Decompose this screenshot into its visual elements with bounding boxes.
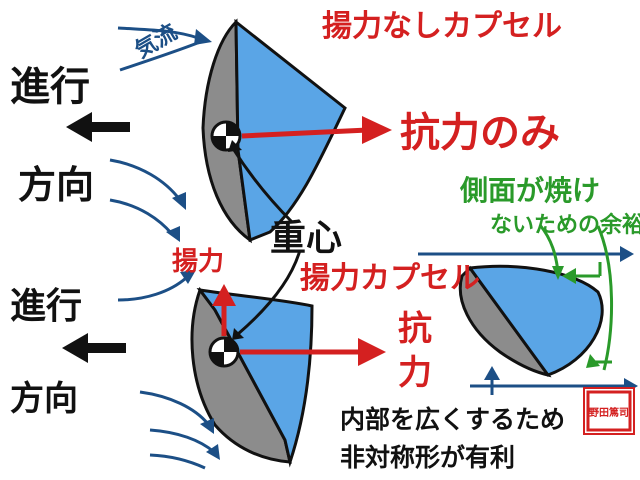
bottom-note-line-1: 内部を広くするため bbox=[340, 405, 565, 434]
asymmetric-pointer bbox=[484, 366, 500, 395]
author-seal: 野田篤司 bbox=[583, 387, 635, 435]
lift-small-label: 揚力 bbox=[172, 247, 224, 277]
side-note-line-2: ないための余裕 bbox=[490, 212, 640, 238]
bottom-airflow-arrows bbox=[117, 270, 220, 470]
bottom-capsule-body bbox=[196, 287, 314, 468]
top-capsule bbox=[201, 18, 392, 244]
top-drag-arrow bbox=[241, 127, 369, 139]
direction-top-label-2: 方向 bbox=[18, 163, 94, 207]
direction-bottom-label-2: 方向 bbox=[10, 379, 78, 419]
asymmetric-capsule bbox=[458, 264, 604, 378]
drag-only-label: 抗力のみ bbox=[400, 110, 560, 156]
drag-bottom-label-2: 力 bbox=[398, 353, 432, 393]
seal-text: 野田篤司 bbox=[589, 406, 629, 419]
clearance-annotations bbox=[538, 224, 614, 371]
bottom-center-of-gravity-icon bbox=[208, 336, 240, 368]
direction-bottom-label-1: 進行 bbox=[10, 286, 82, 327]
direction-top-label-1: 進行 bbox=[10, 64, 90, 110]
bottom-drag-arrowhead bbox=[358, 338, 386, 366]
side-note-line-1: 側面が焼け bbox=[459, 174, 600, 207]
top-drag-arrowhead bbox=[362, 116, 392, 144]
top-direction-arrow bbox=[66, 112, 130, 142]
asymmetric-capsule-body bbox=[467, 264, 604, 377]
asymmetric-capsule-heatshield bbox=[458, 265, 552, 378]
bottom-capsule-heatshield bbox=[190, 286, 292, 464]
drag-bottom-label-1: 抗 bbox=[398, 309, 432, 349]
center-of-gravity-label: 重心 bbox=[270, 218, 342, 259]
center-of-gravity-pointers bbox=[228, 140, 302, 340]
bottom-lift-arrowhead bbox=[212, 284, 236, 306]
bottom-capsule bbox=[190, 284, 386, 468]
top-capsule-body bbox=[234, 18, 347, 243]
top-airflow-arrows bbox=[109, 26, 212, 242]
bottom-direction-arrow bbox=[62, 333, 126, 363]
capsule-top-title: 揚力なしカプセル bbox=[322, 9, 562, 44]
bottom-note-line-2: 非対称形が有利 bbox=[340, 443, 515, 472]
capsule-bottom-title: 揚力カプセル bbox=[300, 261, 480, 296]
